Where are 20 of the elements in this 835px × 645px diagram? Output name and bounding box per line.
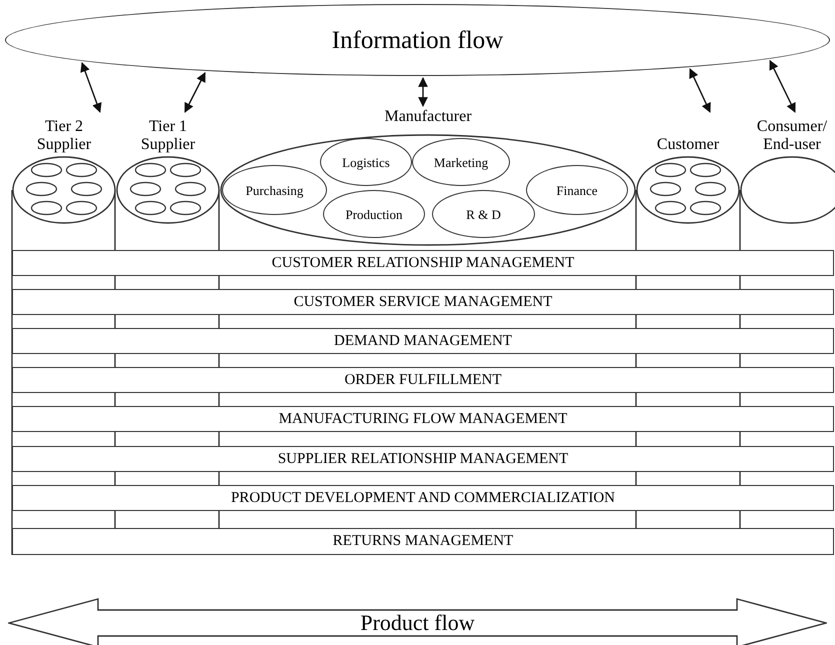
process-band: SUPPLIER RELATIONSHIP MANAGEMENT	[12, 446, 834, 472]
process-band: ORDER FULFILLMENT	[12, 367, 834, 393]
arrow	[80, 62, 102, 113]
node-label: Customer	[656, 136, 720, 154]
node-label: Tier 2 Supplier	[36, 118, 92, 154]
node-label: Product flow	[360, 612, 475, 634]
process-band: PRODUCT DEVELOPMENT AND COMMERCIALIZATION	[12, 485, 834, 511]
node-label: Tier 1 Supplier	[140, 118, 196, 154]
process-band: DEMAND MANAGEMENT	[12, 328, 834, 354]
arrow	[769, 60, 796, 113]
node-label: Consumer/ End-user	[756, 118, 828, 154]
arrow	[418, 77, 428, 107]
process-band: CUSTOMER SERVICE MANAGEMENT	[12, 289, 834, 315]
node-label: Manufacturer	[384, 108, 472, 127]
process-band: MANUFACTURING FLOW MANAGEMENT	[12, 406, 834, 432]
process-band: RETURNS MANAGEMENT	[12, 528, 834, 555]
process-band: CUSTOMER RELATIONSHIP MANAGEMENT	[12, 250, 834, 276]
information-flow-ellipse: Information flow	[5, 4, 830, 76]
arrow	[184, 72, 206, 113]
arrow	[689, 68, 711, 113]
